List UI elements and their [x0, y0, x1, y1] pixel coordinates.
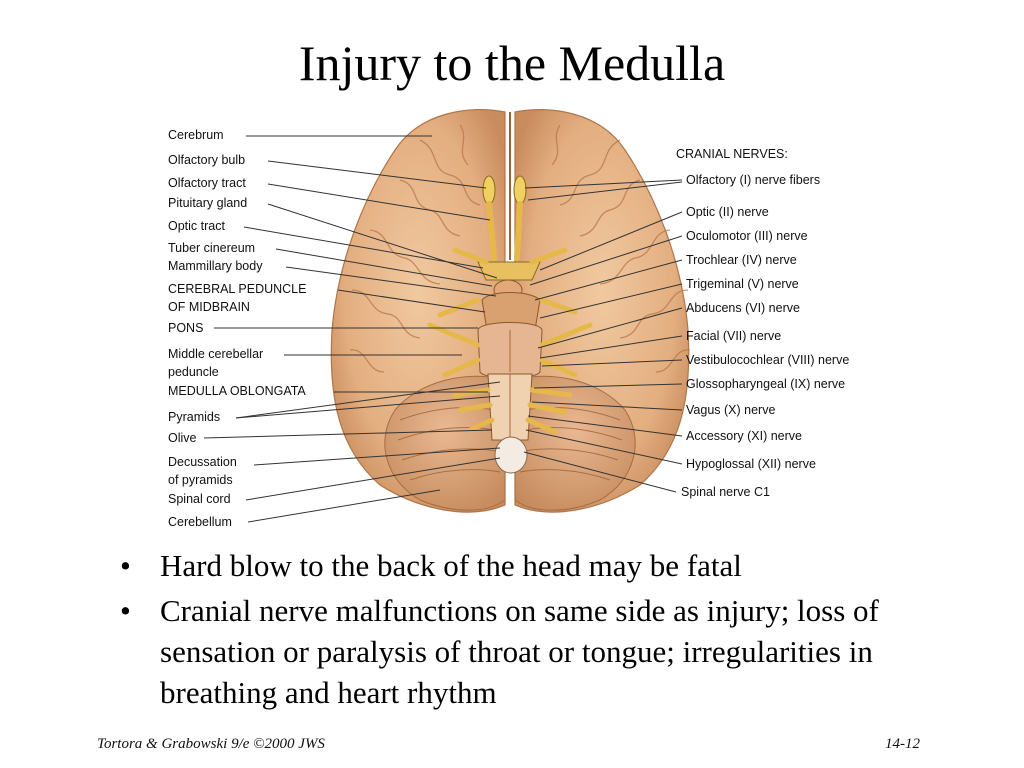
label-oculomotor-nerve: Oculomotor (III) nerve [686, 229, 808, 243]
olfactory-structures [482, 175, 527, 261]
right-leader-lines [523, 179, 683, 493]
label-abducens-nerve: Abducens (VI) nerve [686, 301, 800, 315]
label-spinal-nerve-c1: Spinal nerve C1 [681, 485, 770, 499]
brain-inferior-view-diagram [203, 109, 691, 523]
label-olive: Olive [168, 431, 197, 445]
label-olfactory-bulb: Olfactory bulb [168, 153, 246, 167]
label-facial-nerve: Facial (VII) nerve [686, 329, 782, 343]
label-decussation: Decussation [168, 455, 237, 469]
label-trigeminal-nerve: Trigeminal (V) nerve [686, 277, 799, 291]
bullet-text: Cranial nerve malfunctions on same side … [160, 593, 879, 710]
label-of-pyramids: of pyramids [168, 473, 233, 487]
label-pons: PONS [168, 321, 204, 335]
label-tuber-cinereum: Tuber cinereum [168, 241, 256, 255]
label-cerebral-peduncle: CEREBRAL PEDUNCLE [168, 282, 307, 296]
bullet-dot: • [120, 593, 131, 628]
label-cranial-nerves-heading: CRANIAL NERVES: [676, 147, 788, 161]
label-olfactory-tract: Olfactory tract [168, 176, 246, 190]
footer-slide-number: 14-12 [885, 736, 920, 752]
spinal-cord-cross-section [494, 436, 528, 474]
footer-credit: Tortora & Grabowski 9/e ©2000 JWS [97, 736, 325, 752]
label-middle-cerebellar: Middle cerebellar [168, 347, 264, 361]
label-medulla-oblongata: MEDULLA OBLONGATA [168, 384, 306, 398]
label-cerebrum: Cerebrum [168, 128, 224, 142]
slide-title: Injury to the Medulla [298, 35, 726, 91]
label-accessory-nerve: Accessory (XI) nerve [686, 429, 803, 443]
label-spinal-cord: Spinal cord [168, 492, 231, 506]
label-peduncle: peduncle [168, 365, 219, 379]
cranial-nerve-branches [427, 247, 593, 435]
label-optic-nerve: Optic (II) nerve [686, 205, 769, 219]
label-olfactory-nerve: Olfactory (I) nerve fibers [686, 173, 821, 187]
diencephalon-structures [477, 261, 541, 331]
label-trochlear-nerve: Trochlear (IV) nerve [686, 253, 797, 267]
label-optic-tract: Optic tract [168, 219, 225, 233]
bullet-dot: • [120, 548, 131, 583]
bullet-list: • Hard blow to the back of the head may … [112, 545, 992, 717]
left-leader-lines [203, 135, 501, 523]
label-of-midbrain: OF MIDBRAIN [168, 300, 250, 314]
label-vestibulocochlear-nerve: Vestibulocochlear (VIII) nerve [686, 353, 850, 367]
label-pyramids: Pyramids [168, 410, 221, 424]
bullet-item: • Hard blow to the back of the head may … [112, 545, 992, 586]
label-mammillary-body: Mammillary body [168, 259, 263, 273]
bullet-item: • Cranial nerve malfunctions on same sid… [112, 590, 992, 713]
label-glossopharyngeal-nerve: Glossopharyngeal (IX) nerve [686, 377, 846, 391]
label-vagus-nerve: Vagus (X) nerve [686, 403, 776, 417]
label-pituitary-gland: Pituitary gland [168, 196, 248, 210]
label-hypoglossal-nerve: Hypoglossal (XII) nerve [686, 457, 816, 471]
label-cerebellum: Cerebellum [168, 515, 232, 529]
bullet-text: Hard blow to the back of the head may be… [160, 548, 742, 583]
